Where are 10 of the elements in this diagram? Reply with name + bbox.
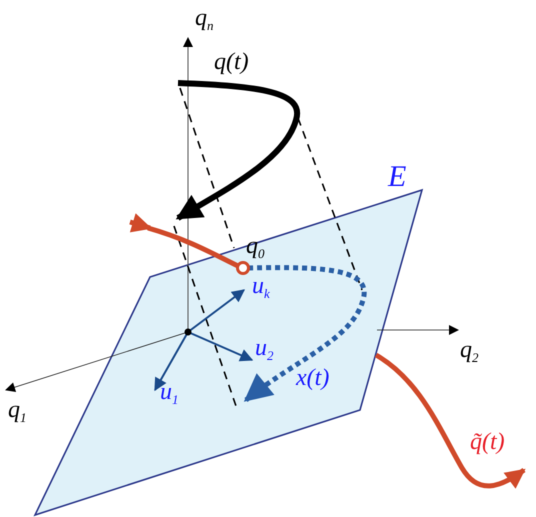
curve-label: q̃(t)	[470, 430, 505, 454]
vector-label: u$_{k}$	[252, 274, 270, 300]
axis-label: q$_{n}$	[195, 6, 214, 32]
axis-label: q$_{1}$	[8, 398, 26, 424]
vector-label: u$_{1}$	[160, 380, 178, 406]
axis-label: q$_{2}$	[460, 338, 478, 364]
curve-label: x(t)	[296, 366, 330, 390]
vector-label: u$_{2}$	[255, 336, 274, 362]
plane-label: E	[388, 162, 406, 192]
curve-label: q(t)	[214, 50, 249, 74]
